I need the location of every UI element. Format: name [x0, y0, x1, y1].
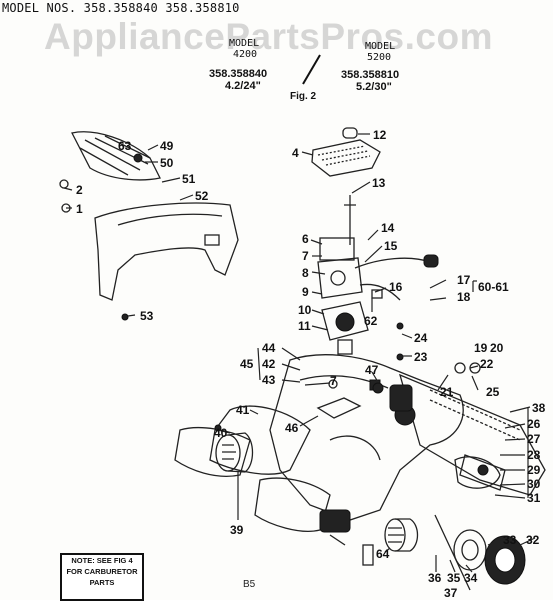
note-line-3: PARTS — [89, 578, 115, 587]
callout-50: 50 — [160, 156, 174, 170]
model-4200-number: 4200 — [233, 49, 258, 60]
callout-20: 20 — [490, 341, 504, 355]
callout-60-61: 60-61 — [478, 280, 509, 294]
callout-14: 14 — [381, 221, 395, 235]
model-5200-part: 358.358810 — [341, 69, 400, 81]
top-cover — [94, 202, 239, 301]
model-4200-size: 4.2/24" — [225, 80, 261, 92]
hand-guard — [71, 131, 161, 181]
callout-47: 47 — [365, 363, 379, 377]
callout-51: 51 — [182, 172, 196, 186]
callout-38: 38 — [532, 401, 546, 415]
callout-53: 53 — [140, 309, 154, 323]
callout-35: 35 — [447, 571, 461, 585]
model-numbers-header: MODEL NOS. 358.358840 358.358810 — [2, 1, 240, 15]
callout-37: 37 — [444, 586, 458, 600]
starter-part-64 — [384, 518, 419, 552]
callout-11: 11 — [298, 319, 311, 333]
callout-63: 63 — [118, 139, 132, 153]
callout-34: 34 — [464, 571, 478, 585]
air-filter — [311, 127, 381, 177]
reed-block — [321, 301, 369, 341]
callout-45: 45 — [240, 357, 254, 371]
callout-30: 30 — [527, 477, 541, 491]
callout-43: 43 — [262, 373, 276, 387]
page-mark: B5 — [243, 579, 256, 590]
leader-lines — [63, 133, 536, 573]
model-5200-size: 5.2/30" — [356, 81, 392, 93]
callout-10: 10 — [298, 303, 312, 317]
callout-64: 64 — [376, 547, 390, 561]
crankcase — [269, 354, 464, 521]
callout-28: 28 — [527, 448, 541, 462]
callout-26: 26 — [527, 417, 541, 431]
callout-36: 36 — [428, 571, 442, 585]
callout-24: 24 — [414, 331, 428, 345]
callout-31: 31 — [527, 491, 541, 505]
callout-15: 15 — [384, 239, 398, 253]
callout-1: 1 — [76, 202, 83, 216]
callout-29: 29 — [527, 463, 541, 477]
callout-9: 9 — [302, 285, 309, 299]
callout-46: 46 — [285, 421, 299, 435]
muffler-part-39 — [215, 432, 254, 473]
model-5200-number: 5200 — [367, 52, 392, 63]
callout-23: 23 — [414, 350, 428, 364]
model-5200-label: MODEL — [365, 41, 396, 52]
callout-49: 49 — [160, 139, 174, 153]
part-number-callouts: 63 49 50 51 52 2 1 53 12 4 13 14 6 15 7 … — [76, 128, 546, 600]
tank-housing — [174, 405, 331, 532]
callout-40: 40 — [214, 426, 228, 440]
watermark: AppliancePartsPros.com — [44, 16, 493, 57]
callout-7: 7 — [302, 249, 309, 263]
note-line-1: NOTE: SEE FIG 4 — [71, 556, 133, 565]
callout-6: 6 — [302, 232, 309, 246]
callout-33: 33 — [503, 533, 517, 547]
model-4200-label: MODEL — [229, 38, 260, 49]
carburetor — [317, 237, 439, 299]
note-box: NOTE: SEE FIG 4 FOR CARBURETOR PARTS — [60, 553, 144, 601]
callout-18: 18 — [457, 290, 471, 304]
callout-52: 52 — [195, 189, 209, 203]
bar-side-cover — [399, 373, 546, 496]
fan-housing — [453, 529, 526, 585]
callout-62: 62 — [364, 314, 378, 328]
model-4200-part: 358.358840 — [209, 68, 268, 80]
callout-8: 8 — [302, 266, 309, 280]
callout-25: 25 — [486, 385, 500, 399]
callout-27: 27 — [527, 432, 541, 446]
callout-21: 21 — [440, 385, 454, 399]
callout-39: 39 — [230, 523, 244, 537]
small-hardware — [59, 153, 481, 591]
figure-label: Fig. 2 — [290, 91, 317, 102]
callout-42: 42 — [262, 357, 276, 371]
note-line-2: FOR CARBURETOR — [66, 567, 138, 576]
callout-44: 44 — [262, 341, 276, 355]
callout-32: 32 — [526, 533, 540, 547]
callout-2: 2 — [76, 183, 83, 197]
callout-13: 13 — [372, 176, 386, 190]
callout-41: 41 — [236, 403, 250, 417]
callout-7b: 7 — [330, 374, 337, 388]
callout-16: 16 — [389, 280, 403, 294]
callout-19: 19 — [474, 341, 488, 355]
callout-4: 4 — [292, 146, 299, 160]
callout-12: 12 — [373, 128, 387, 142]
callout-22: 22 — [480, 357, 494, 371]
callout-17: 17 — [457, 273, 471, 287]
